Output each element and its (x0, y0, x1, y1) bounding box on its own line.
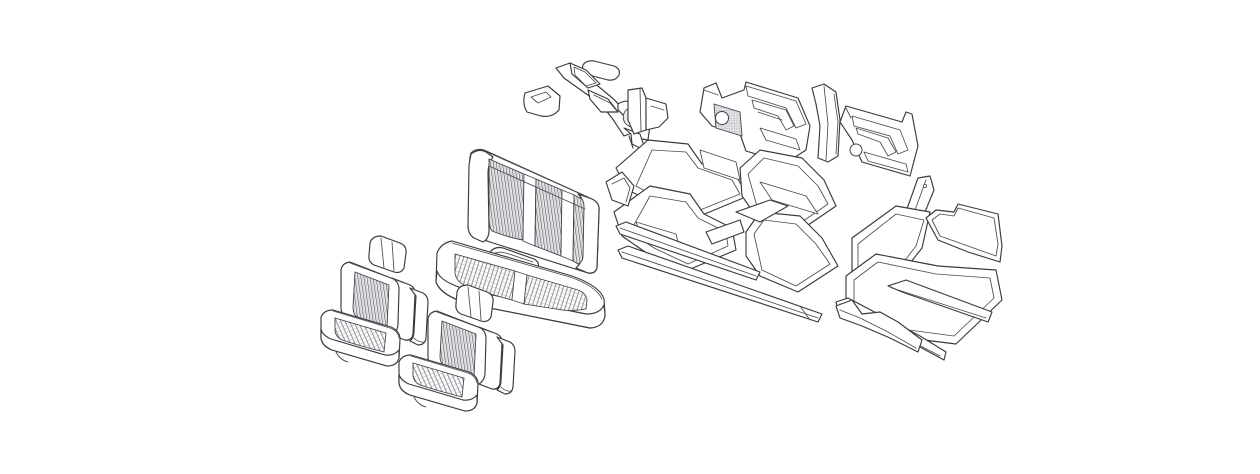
kick-panel (627, 87, 669, 135)
sill-plate-front-lower (617, 245, 823, 323)
sill-plate-front-lower-end (799, 305, 811, 321)
a-pillar-trim-clip-hole-top (923, 183, 928, 188)
rear-seatback-left-bolster (467, 149, 494, 243)
kick-panel-fold (639, 88, 642, 132)
rear-shelf-trim-body (925, 203, 1003, 263)
rocker-trim-lower (835, 299, 923, 353)
b-pillar-trim-fold (823, 85, 829, 161)
console-rear-leg-edge (628, 135, 634, 149)
front-right-seatback-top-seam (436, 311, 492, 333)
b-pillar-trim-edge (833, 93, 839, 155)
front-left-shell-foot (413, 337, 426, 343)
misc-trim-strip-a-crease (891, 287, 987, 319)
door-panel-right-top-edge (845, 107, 852, 119)
door-panel-left (699, 81, 811, 164)
console-front-opening (530, 91, 552, 104)
front-left-seatback-top-seam (349, 262, 405, 284)
rear-seatback-top-seam (486, 151, 593, 200)
front-left-cushion-fabric (334, 317, 387, 353)
door-panel-left-top-edge (703, 89, 719, 96)
door-panel-left-pull-handle (759, 127, 801, 151)
rocker-trim-lower-crease (839, 309, 917, 349)
carpet-tunnel-strip (705, 219, 745, 245)
door-panel-left-armrest-seam (757, 111, 783, 121)
rear-cushion-fabric-right (523, 274, 588, 311)
rear-bench-seat (435, 148, 606, 329)
door-panel-left-armrest (751, 99, 795, 131)
front-right-seat-back-shell (496, 336, 516, 395)
front-left-cushion-notch (335, 351, 349, 363)
rear-seatback-divider-left (522, 173, 537, 247)
sill-plate-front-lower-crease (621, 251, 819, 319)
rear-seatback-fabric-mid (534, 178, 563, 257)
b-pillar-trim (811, 83, 841, 163)
rear-seatback-fabric-left (488, 158, 525, 241)
front-right-cushion-seam (410, 355, 478, 384)
console-shift-detail (593, 94, 617, 111)
rear-cushion-top-seam (451, 242, 603, 300)
floor-carpet-front-right-heel-pad (759, 181, 819, 215)
carpet-edge-left-crease (611, 177, 631, 203)
sill-plate-front-lower-body (617, 245, 823, 323)
front-right-shell-foot (500, 386, 513, 392)
front-left-cushion-seam (332, 310, 400, 339)
kick-panel-detail (650, 105, 665, 111)
front-seat-right (398, 284, 516, 412)
carpet-tunnel-cover-body (735, 199, 789, 223)
carpet-tunnel-cover (705, 199, 789, 245)
b-pillar-trim-body (811, 83, 841, 163)
floor-carpet-rear-right (745, 211, 839, 293)
floor-carpet-rear-left-body (613, 185, 737, 271)
rear-seatback-upper-seam (488, 165, 586, 210)
kick-panel-body (627, 87, 647, 135)
front-right-headrest-seam-2 (478, 290, 482, 321)
front-right-cushion-front (398, 373, 478, 412)
door-panel-left-rail (745, 85, 807, 129)
door-panel-left-speaker-cone (715, 111, 729, 125)
front-left-headrest-seam-1 (380, 237, 385, 269)
door-panel-right (839, 105, 919, 177)
sill-plate-front (615, 221, 761, 281)
console-tray-recess (573, 66, 597, 87)
rear-shelf-trim-inner (931, 207, 999, 257)
front-right-cushion-notch (413, 396, 427, 408)
rear-shelf-trim (925, 203, 1003, 263)
front-left-headrest-seam-2 (391, 241, 395, 272)
front-seat-left (320, 235, 429, 367)
rear-seatback-divider-right (560, 189, 575, 262)
floor-carpet-rear-right-inner (753, 219, 831, 287)
door-panel-right-rail (851, 115, 909, 155)
front-left-seat-back-shell (409, 287, 429, 346)
front-left-headrest (368, 235, 407, 274)
door-panel-right-armrest (855, 127, 897, 157)
carpet-edge-left (605, 171, 635, 207)
front-right-headrest (455, 284, 494, 323)
front-right-cushion-fabric (412, 362, 465, 398)
sill-plate-front-crease (619, 227, 757, 277)
door-panel-right-speaker-cone (849, 143, 863, 157)
sill-plate-front-body (615, 221, 761, 281)
floor-carpet-front-left-heel-pad (699, 149, 741, 181)
misc-trim-strip-a (887, 279, 993, 323)
front-right-headrest-seam-1 (467, 286, 472, 318)
rear-seatback-fabric-right (572, 194, 585, 265)
door-panel-right-pull-handle (863, 151, 909, 173)
front-left-cushion-front (320, 328, 400, 367)
